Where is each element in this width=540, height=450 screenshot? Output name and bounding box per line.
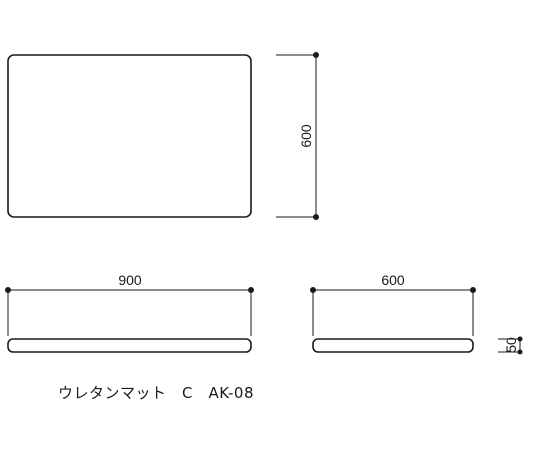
product-caption: ウレタンマット C AK-08 [58, 384, 254, 402]
dimension-thickness-side: 50 [498, 336, 523, 355]
dimension-label-600-horizontal: 600 [381, 272, 405, 288]
dimension-label-50: 50 [503, 337, 519, 353]
mat-side-view [312, 338, 474, 353]
dimension-label-900: 900 [118, 272, 142, 288]
dimension-height-top: 600 [276, 52, 319, 220]
dimension-width-side: 600 [310, 272, 476, 336]
mat-front-view [7, 338, 252, 353]
dimension-width-front: 900 [5, 272, 254, 336]
mat-top-view [7, 54, 252, 218]
dimension-label-600-vertical: 600 [298, 124, 314, 148]
